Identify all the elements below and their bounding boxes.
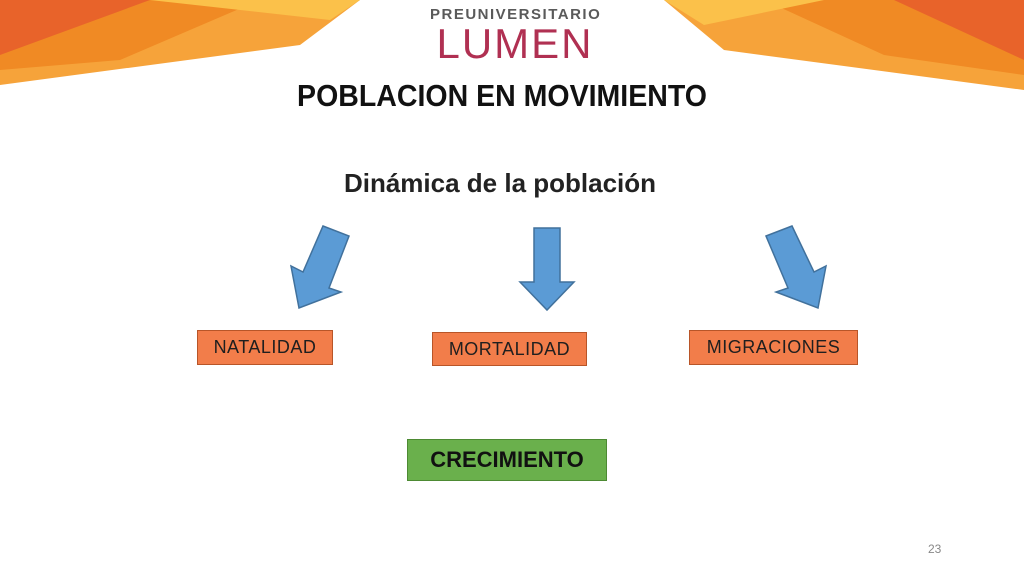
page-number: 23 bbox=[928, 542, 942, 556]
logo-line-preuniversitario: PREUNIVERSITARIO bbox=[430, 6, 602, 23]
decorative-corner-left bbox=[0, 0, 360, 85]
decorative-corner-right bbox=[664, 0, 1024, 90]
logo-line-lumen: LUMEN bbox=[436, 20, 594, 67]
slide-subtitle: Dinámica de la población bbox=[343, 168, 657, 198]
natalidad-box: NATALIDAD bbox=[197, 330, 333, 365]
arrow-down-right-icon bbox=[765, 225, 828, 310]
migraciones-box: MIGRACIONES bbox=[689, 330, 858, 365]
arrow-down-left-icon bbox=[289, 225, 350, 310]
crecimiento-box: CRECIMIENTO bbox=[407, 439, 607, 481]
slide-title: POBLACION EN MOVIMIENTO bbox=[297, 78, 707, 113]
lumen-logo: PREUNIVERSITARIO LUMEN bbox=[430, 6, 602, 67]
mortalidad-box: MORTALIDAD bbox=[432, 332, 587, 366]
arrow-down-icon bbox=[518, 227, 576, 312]
